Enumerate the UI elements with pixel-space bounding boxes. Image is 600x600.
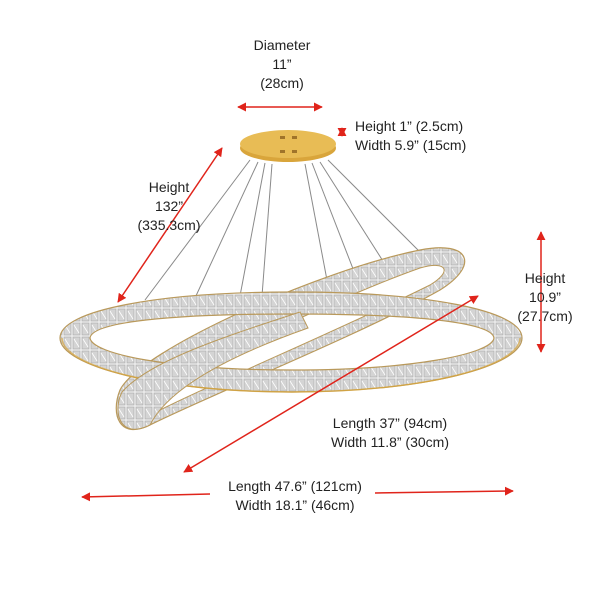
ring-height-label: Height 10.9” (27.7cm) [505,269,585,326]
large-ring-length-text: Length 47.6” (121cm) [228,478,362,494]
ring-height-cm: (27.7cm) [517,308,573,324]
small-ring-size-label: Length 37” (94cm) Width 11.8” (30cm) [300,414,480,452]
overall-height-label: Height 132” (335.3cm) [126,178,212,235]
overall-height-inches: 132” [154,198,184,214]
small-ring-width-text: Width 11.8” (30cm) [331,434,449,450]
large-ring-size-label: Length 47.6” (121cm) Width 18.1” (46cm) [210,477,380,515]
ceiling-canopy [240,130,336,162]
canopy-diameter-title: Diameter [253,37,311,53]
large-ring-width-text: Width 18.1” (46cm) [235,497,355,513]
dimension-arrows [81,102,546,502]
canopy-size-label: Height 1” (2.5cm) Width 5.9” (15cm) [355,117,466,155]
arrow-large-ring-length-right [374,486,514,496]
canopy-diameter-label: Diameter 11” (28cm) [240,36,324,93]
canopy-width-text: Width 5.9” (15cm) [355,137,467,153]
canopy-height-text: Height 1” (2.5cm) [355,118,464,134]
arrow-small-ring-length [183,295,479,473]
overall-height-title: Height [148,179,190,195]
canopy-diameter-inches: 11” [272,56,292,72]
ring-height-title: Height [524,270,566,286]
small-ring-length-text: Length 37” (94cm) [332,415,448,431]
ring-height-inches: 10.9” [529,289,561,305]
arrow-large-ring-length-left [81,492,211,502]
overall-height-cm: (335.3cm) [137,217,201,233]
small-crystal-ring [115,247,466,431]
canopy-diameter-cm: (28cm) [260,75,304,91]
arrow-overall-height [117,147,223,303]
